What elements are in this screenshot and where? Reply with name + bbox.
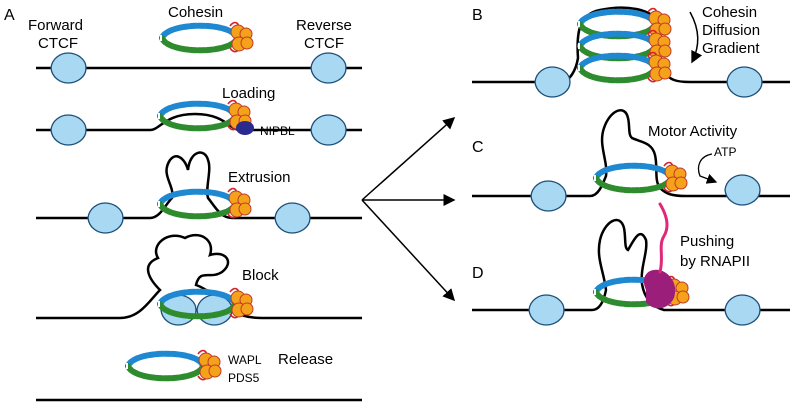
diffusion-label-line3: Gradient [702,40,760,57]
cohesin-ring [161,21,254,52]
panel-label-b: B [472,7,483,24]
dna-strand [472,218,790,312]
reverse-ctcf-protein [274,202,311,234]
forward-ctcf-protein [530,180,567,212]
pushing-label-line1: Pushing [680,233,734,250]
extrusion-label: Extrusion [228,169,291,186]
rnapii-protein [643,269,676,309]
block-label: Block [242,267,279,284]
wapl-label: WAPL [228,353,262,367]
panel-label-c: C [472,139,484,156]
panel-label-a: A [4,7,15,24]
reverse-ctcf-protein [310,114,347,146]
nipbl-protein [236,121,254,135]
diffusion-label-line2: Diffusion [702,22,760,39]
reverse-ctcf-protein [726,66,763,98]
panel-label-d: D [472,265,484,282]
atp-arrow [697,153,718,184]
forward-ctcf-protein [534,66,571,98]
pushing-label-line2: by RNAPII [680,253,750,270]
reverse-ctcf-label-line1: Reverse [296,17,352,34]
cohesin-ring [127,349,222,380]
reverse-ctcf-protein [724,294,761,326]
cohesin-ring [595,161,688,192]
reverse-ctcf-protein [724,174,761,206]
pds5-label: PDS5 [228,371,260,385]
nascent-rna [658,202,669,274]
release-label: Release [278,351,333,368]
diffusion-label-line1: Cohesin [702,4,757,21]
forward-ctcf-protein [87,202,124,234]
cohesin-label: Cohesin [168,4,223,21]
branch-arrows [361,117,456,302]
motor-activity-label: Motor Activity [648,123,738,140]
cohesin-ring [579,51,672,82]
reverse-ctcf-label-line2: CTCF [304,35,344,52]
forward-ctcf-label-line1: Forward [28,17,83,34]
nipbl-label: NIPBL [260,124,295,138]
atp-label: ATP [714,145,736,159]
forward-ctcf-protein [50,52,87,84]
forward-ctcf-label-line2: CTCF [38,35,78,52]
cohesin-ring [159,187,252,218]
dna-strand [36,151,362,220]
forward-ctcf-protein [50,114,87,146]
diffusion-arrow [689,11,703,64]
loading-label: Loading [222,85,275,102]
reverse-ctcf-protein [310,52,347,84]
forward-ctcf-protein [528,294,565,326]
